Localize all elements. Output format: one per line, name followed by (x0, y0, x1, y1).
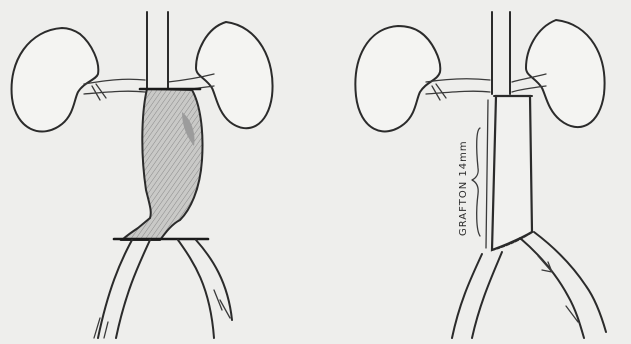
left-kidney (355, 26, 440, 131)
aneurysm-sac (122, 89, 203, 240)
upper-aorta (492, 12, 510, 94)
graft-length-bracket (472, 128, 480, 236)
graft-left-wall-shadow (486, 100, 488, 248)
left-renal-artery (84, 79, 145, 94)
right-kidney (526, 20, 605, 127)
tube-graft (492, 96, 532, 250)
left-iliac-artery (98, 240, 150, 338)
before-repair-panel (12, 12, 273, 338)
upper-aorta (147, 12, 168, 88)
after-repair-panel: GRAFTON 14mm (355, 12, 606, 338)
flow-arrow-icon (538, 256, 552, 272)
left-iliac-artery (452, 252, 502, 338)
graft-label: GRAFTON 14mm (458, 140, 469, 236)
left-kidney (12, 28, 99, 132)
right-iliac-artery (178, 240, 232, 338)
right-iliac-artery (520, 232, 606, 338)
